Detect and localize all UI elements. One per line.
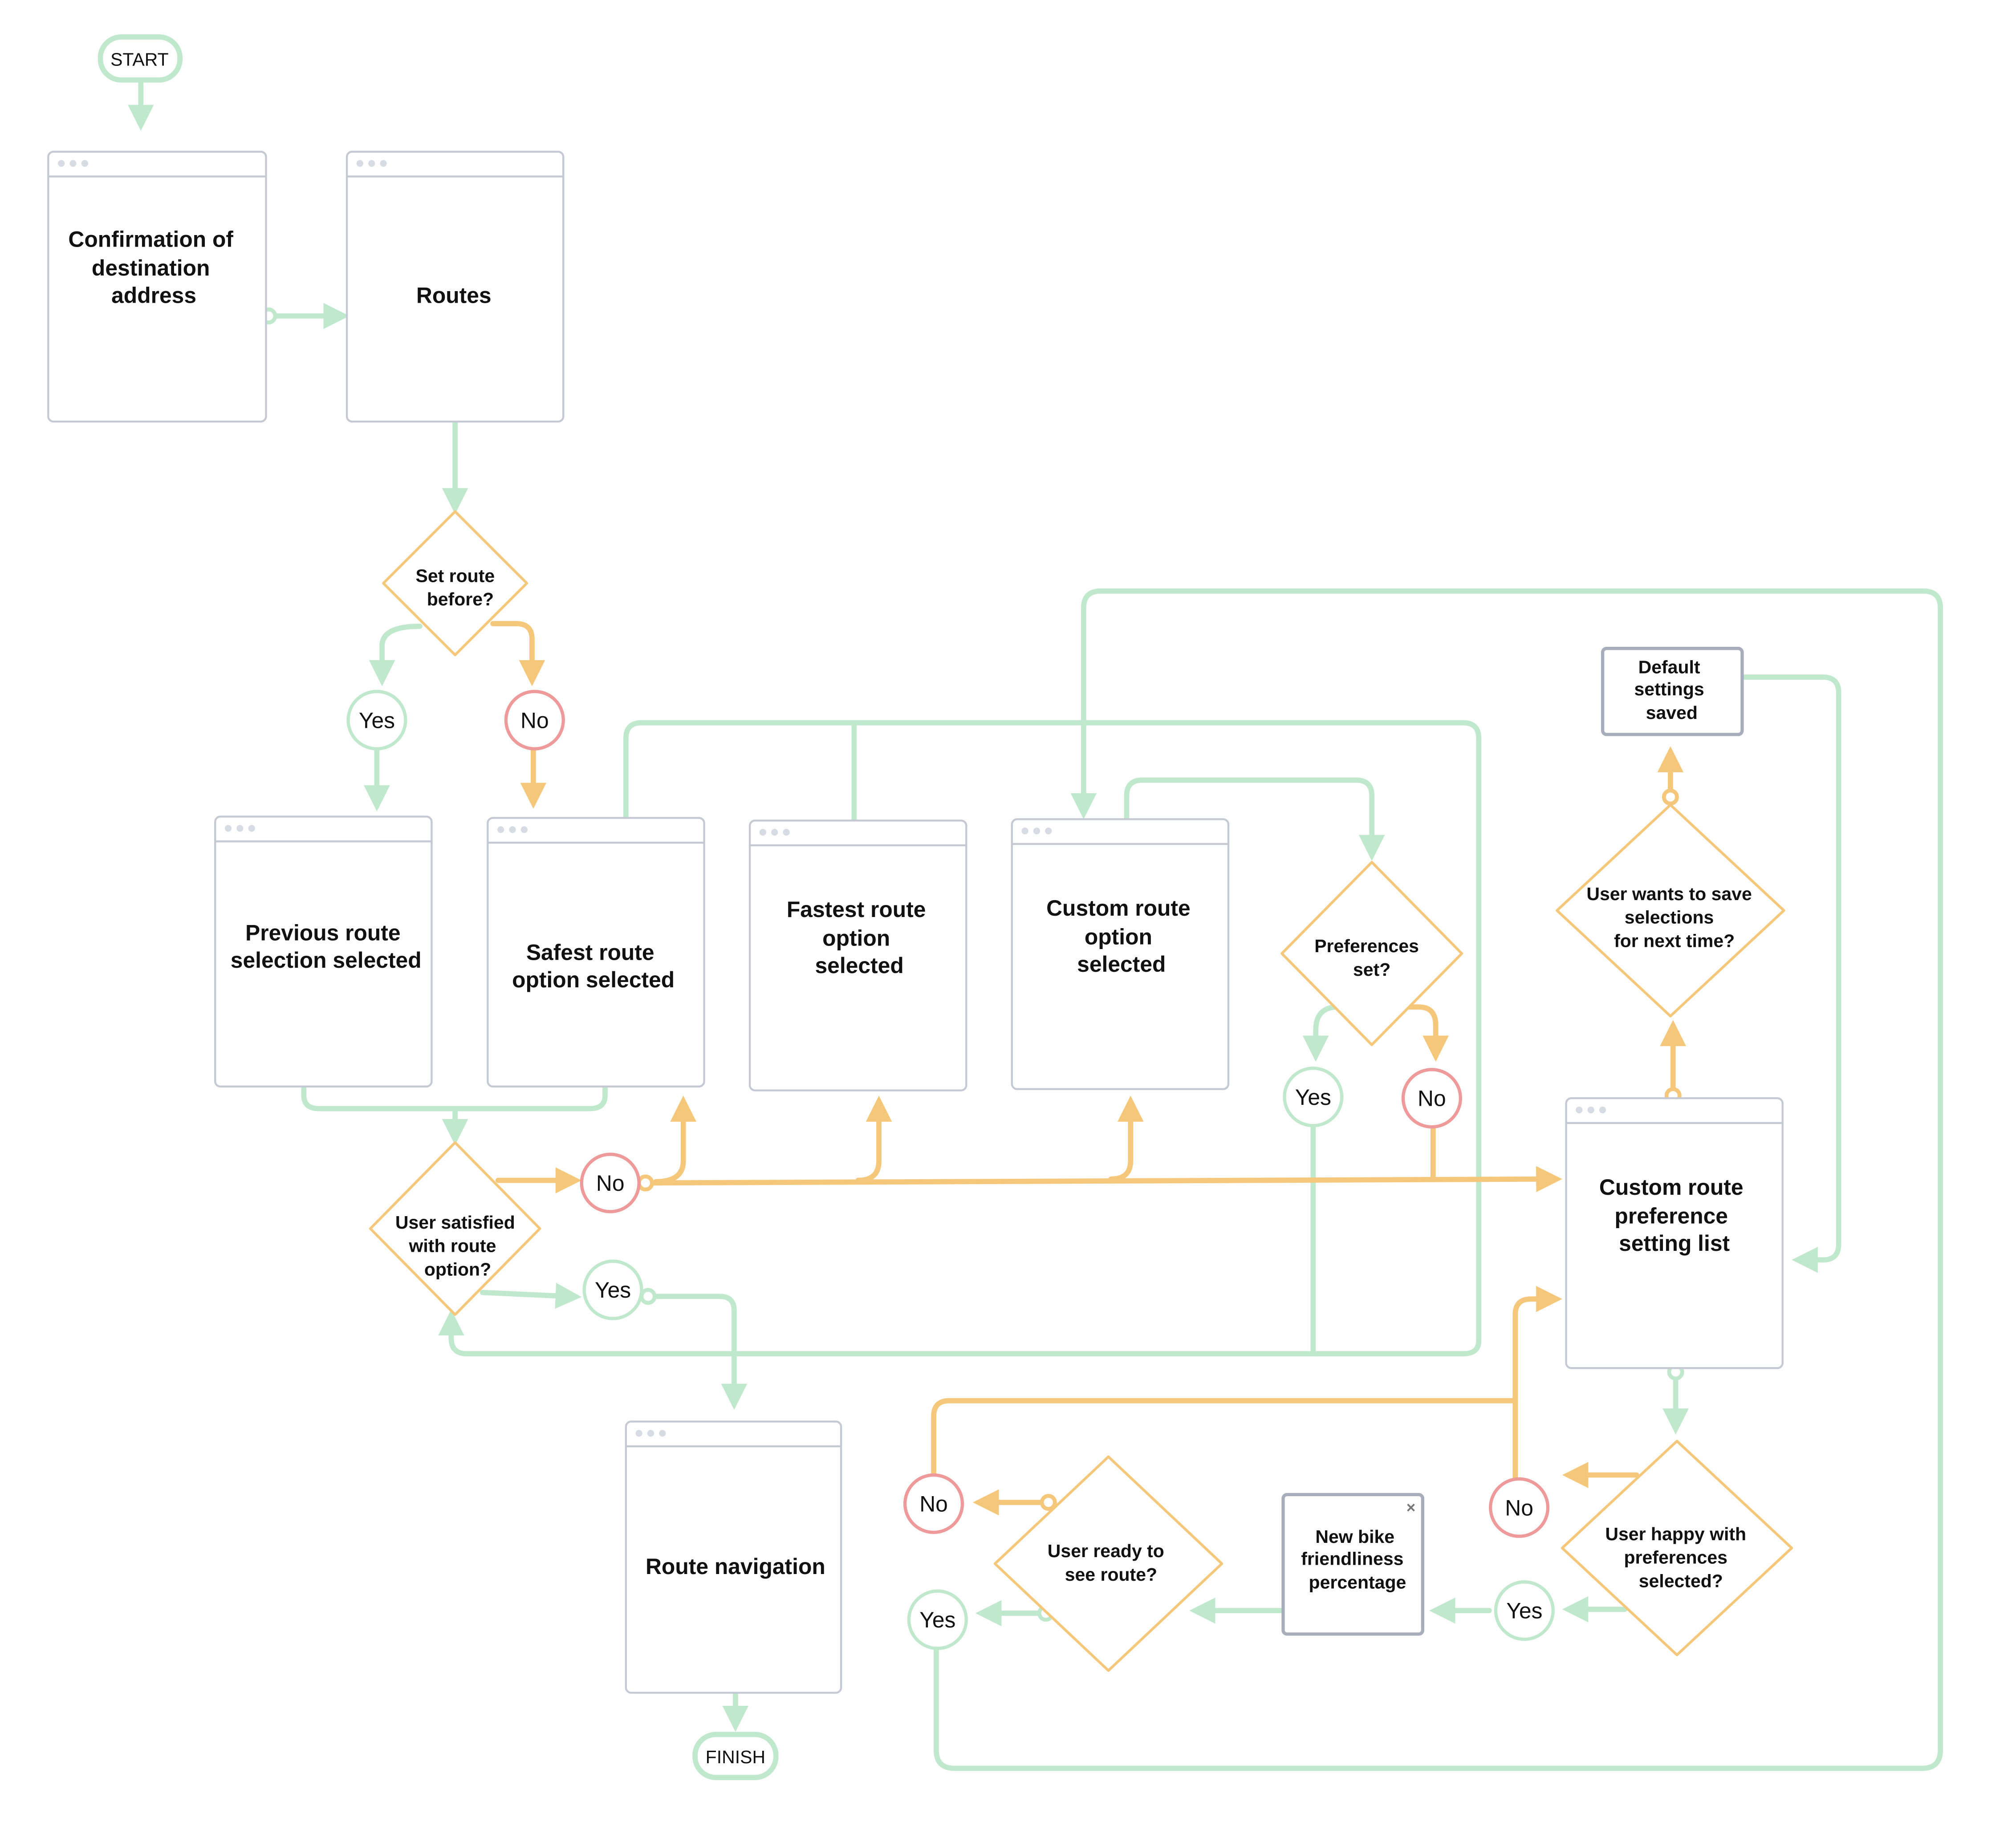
answer-no-set-route: No (504, 690, 565, 751)
connector-default-to-list (1740, 674, 1841, 1273)
answer-no-happy: No (1489, 1477, 1550, 1538)
terminal-start-label: START (110, 49, 169, 69)
decision-happy: User happy with preferences selected? (1561, 1440, 1793, 1656)
svg-text:Yes: Yes (1506, 1599, 1542, 1623)
answer-yes-preferences: Yes (1283, 1067, 1344, 1128)
screen-preference-list-label: Custom route preference setting list (1599, 1175, 1749, 1256)
terminal-finish-label: FINISH (706, 1747, 765, 1767)
svg-text:Yes: Yes (919, 1607, 955, 1632)
decision-happy-label: User happy with preferences selected? (1605, 1524, 1751, 1591)
answer-yes-happy: Yes (1494, 1580, 1555, 1641)
screen-previous-route: Previous route selection selected (214, 816, 433, 1087)
connector-yes-to-navigation (645, 1294, 748, 1410)
svg-text:No: No (1505, 1495, 1533, 1520)
note-default-saved-label: Default settings saved (1634, 657, 1709, 723)
note-bike-friendliness: × New bike friendliness percentage (1281, 1493, 1425, 1636)
decision-ready-label: User ready to see route? (1048, 1541, 1169, 1585)
screen-routes-label: Routes (416, 283, 492, 308)
connector-branch-to-custom (1108, 1096, 1144, 1182)
connector-ready-no-loop (931, 1398, 1518, 1477)
connector-preferences-to-no (1403, 1004, 1449, 1062)
answer-no-ready: No (903, 1473, 964, 1534)
decision-satisfied: User satisfied with route option? (369, 1141, 541, 1316)
svg-text:No: No (520, 708, 549, 733)
connector-no-back-to-list (1512, 1286, 1562, 1481)
screen-safest-route-label: Safest route option selected (512, 940, 675, 993)
connector-outer-loop (934, 588, 1943, 1771)
connector-satisfied-to-yes (480, 1282, 582, 1309)
screen-routes: Routes (345, 150, 565, 423)
decision-preferences-set-label: Preferences set? (1314, 936, 1424, 980)
screen-custom-route-label: Custom route option selected (1046, 896, 1196, 977)
connector-branch-to-safest (653, 1096, 697, 1185)
screen-custom-route: Custom route option selected (1011, 818, 1230, 1090)
connector-loop-back-to-satisfied (438, 720, 1482, 1357)
connector-ready-no-dot (1040, 1494, 1057, 1511)
screen-route-navigation: Route navigation (625, 1420, 842, 1694)
screen-confirmation: Confirmation of destination address (47, 150, 267, 423)
note-default-saved: Default settings saved (1601, 646, 1744, 736)
terminal-start: START (98, 34, 183, 83)
svg-text:No: No (919, 1492, 948, 1517)
connector-custom-to-preferences (1124, 777, 1385, 861)
answer-no-satisfied: No (580, 1152, 641, 1213)
decision-set-route: Set route before? (382, 510, 528, 657)
answer-yes-set-route: Yes (346, 690, 407, 751)
screen-preference-list: Custom route preference setting list (1565, 1097, 1784, 1369)
answer-yes-ready: Yes (907, 1589, 968, 1650)
screen-fastest-route-label: Fastest route option selected (787, 897, 932, 978)
connector-no-dot (637, 1174, 654, 1192)
connector-screens-merge (301, 1083, 608, 1112)
note-bike-friendliness-label: New bike friendliness percentage (1301, 1526, 1409, 1593)
connector-set-route-to-yes (369, 624, 423, 686)
svg-text:Yes: Yes (359, 708, 395, 733)
connector-set-route-to-no (490, 621, 545, 686)
screen-safest-route: Safest route option selected (487, 817, 705, 1087)
screen-previous-route-label: Previous route selection selected (231, 921, 422, 973)
screen-confirmation-label: Confirmation of destination address (68, 227, 239, 308)
svg-text:Yes: Yes (595, 1278, 631, 1302)
terminal-finish: FINISH (692, 1732, 779, 1780)
answer-yes-satisfied: Yes (582, 1259, 643, 1320)
connector-branch-to-fastest (855, 1096, 892, 1183)
connector-preferences-to-yes (1302, 1004, 1341, 1062)
answer-no-preferences: No (1401, 1068, 1462, 1129)
decision-preferences-set: Preferences set? (1280, 861, 1463, 1046)
close-icon: × (1406, 1499, 1416, 1516)
decision-save-selections: User wants to save selections for next t… (1556, 803, 1785, 1018)
screen-route-navigation-label: Route navigation (646, 1554, 825, 1579)
decision-satisfied-label: User satisfied with route option? (395, 1212, 520, 1279)
decision-set-route-label: Set route before? (415, 565, 500, 609)
decision-save-selections-label: User wants to save selections for next t… (1586, 884, 1757, 951)
svg-text:Yes: Yes (1295, 1085, 1331, 1110)
connector-save-dot (1662, 788, 1679, 806)
connector-yes-dot (639, 1288, 657, 1305)
svg-text:No: No (1418, 1086, 1446, 1111)
screen-fastest-route: Fastest route option selected (748, 820, 967, 1091)
connector-no-to-list (642, 1166, 1562, 1193)
connectors (128, 78, 1943, 1771)
decision-ready: User ready to see route? (993, 1455, 1223, 1672)
svg-text:No: No (596, 1171, 625, 1196)
